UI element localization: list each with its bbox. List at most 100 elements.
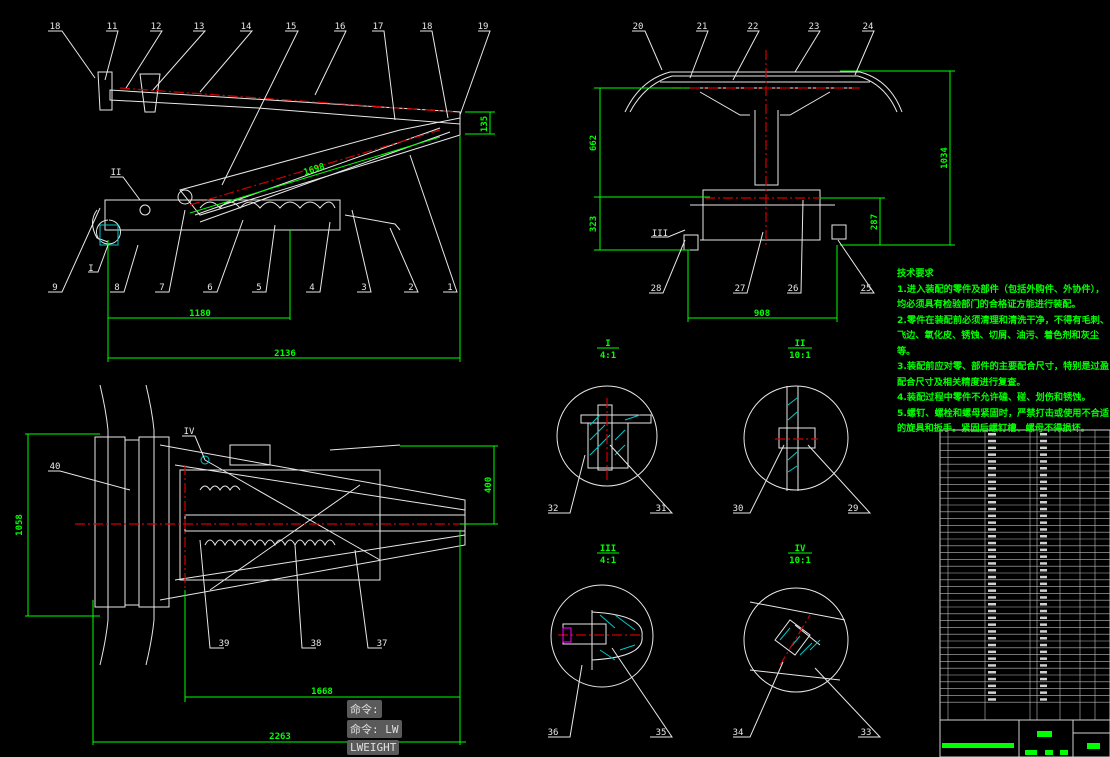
dimension-text: 323 xyxy=(589,216,599,232)
balloon-label: 8 xyxy=(114,283,119,293)
balloon-label: 11 xyxy=(107,22,118,32)
table-line xyxy=(1040,569,1047,572)
tech-requirement-3: 3.装配前应对零、部件的主要配合尺寸，特别是过盈配合尺寸及相关精度进行复查。 xyxy=(897,361,1110,388)
table-line xyxy=(1040,671,1047,674)
balloon-label: 32 xyxy=(548,504,559,514)
front-view xyxy=(594,30,955,322)
technical-requirements: 技术要求 1.进入装配的零件及部件（包括外购件、外协件），均必须具有检验部门的合… xyxy=(897,266,1109,437)
dimension-text: 135 xyxy=(480,116,490,132)
balloon-label: 13 xyxy=(194,22,205,32)
table-line xyxy=(1040,643,1047,647)
table-line xyxy=(988,698,996,701)
table-line xyxy=(1040,582,1047,586)
table-line xyxy=(988,528,996,531)
balloon-label: 21 xyxy=(697,22,708,32)
table-line xyxy=(1040,521,1047,524)
dimension-text: 908 xyxy=(754,309,770,319)
balloon-label: 7 xyxy=(159,283,164,293)
table-line xyxy=(1040,514,1047,518)
table-line xyxy=(988,643,996,647)
balloon-label: 16 xyxy=(335,22,346,32)
table-line xyxy=(1040,630,1047,633)
dimension-text: 1698 xyxy=(303,162,327,178)
table-line xyxy=(1040,596,1047,599)
balloon-label: 25 xyxy=(861,284,872,294)
table-line xyxy=(1040,501,1047,504)
command-input[interactable]: LWEIGHT xyxy=(347,740,400,755)
table-line xyxy=(988,569,996,572)
balloon-label: 36 xyxy=(548,728,559,738)
dimension-text: 662 xyxy=(589,135,599,151)
table-line xyxy=(1040,575,1047,579)
table-line xyxy=(1040,528,1047,531)
table-line xyxy=(1040,637,1047,640)
balloon-label: 9 xyxy=(52,283,57,293)
table-line xyxy=(988,467,996,470)
balloon-label: 24 xyxy=(863,22,874,32)
detail-view-name: III xyxy=(600,544,616,554)
table-line xyxy=(1040,677,1047,681)
detail-reference: III xyxy=(652,229,668,239)
table-line xyxy=(1040,446,1047,450)
table-line xyxy=(988,603,996,606)
table-line xyxy=(988,446,996,450)
table-line xyxy=(1040,507,1047,511)
table-line xyxy=(939,429,1110,721)
balloon-label: 20 xyxy=(633,22,644,32)
table-line xyxy=(988,555,996,558)
table-line xyxy=(988,460,996,463)
table-line xyxy=(988,480,996,484)
table-line xyxy=(988,637,996,640)
table-line xyxy=(988,453,996,456)
detail-view-name: II xyxy=(795,339,806,349)
table-line xyxy=(1040,684,1047,688)
balloon-label: 37 xyxy=(377,639,388,649)
detail-views xyxy=(548,347,882,738)
table-line xyxy=(988,623,996,626)
tech-requirement-1: 1.进入装配的零件及部件（包括外购件、外协件），均必须具有检验部门的合格证方能进… xyxy=(897,283,1105,311)
dimension-text: 1034 xyxy=(940,147,950,169)
detail-view-name: I xyxy=(605,339,610,349)
table-line xyxy=(988,609,996,613)
plan-view xyxy=(25,384,498,745)
balloon-label: 17 xyxy=(373,22,384,32)
balloon-label: 3 xyxy=(361,283,366,293)
table-line xyxy=(1040,467,1047,470)
table-line xyxy=(988,507,996,511)
table-line xyxy=(1040,439,1047,443)
dimension-text: 2136 xyxy=(274,349,296,359)
balloon-label: 26 xyxy=(788,284,799,294)
balloon-label: 14 xyxy=(241,22,252,32)
balloon-label: 28 xyxy=(651,284,662,294)
balloon-label: 29 xyxy=(848,504,859,514)
dimension-text: 1180 xyxy=(189,309,211,319)
table-line xyxy=(988,535,996,538)
balloon-label: 34 xyxy=(733,728,744,738)
table-line xyxy=(988,575,996,579)
balloon-label: 12 xyxy=(151,22,162,32)
balloon-label: 5 xyxy=(256,283,261,293)
detail-view-scale: 10:1 xyxy=(789,351,811,361)
detail-reference: IV xyxy=(184,427,195,437)
table-line xyxy=(988,494,996,497)
detail-view-scale: 10:1 xyxy=(789,556,811,566)
table-line xyxy=(1040,460,1047,463)
balloon-label: 4 xyxy=(309,283,314,293)
table-line xyxy=(988,433,996,436)
balloon-label: 27 xyxy=(735,284,746,294)
balloon-label: 33 xyxy=(861,728,872,738)
table-line xyxy=(1040,473,1047,477)
table-line xyxy=(988,487,996,490)
command-history-line-1: 命令: xyxy=(347,700,382,718)
table-line xyxy=(988,589,996,592)
balloon-label: 35 xyxy=(656,728,667,738)
balloon-label: 23 xyxy=(809,22,820,32)
balloon-label: 6 xyxy=(207,283,212,293)
table-line xyxy=(1040,616,1047,620)
balloon-label: 15 xyxy=(286,22,297,32)
table-line xyxy=(988,657,996,660)
detail-view-scale: 4:1 xyxy=(600,556,616,566)
table-line xyxy=(1040,589,1047,592)
